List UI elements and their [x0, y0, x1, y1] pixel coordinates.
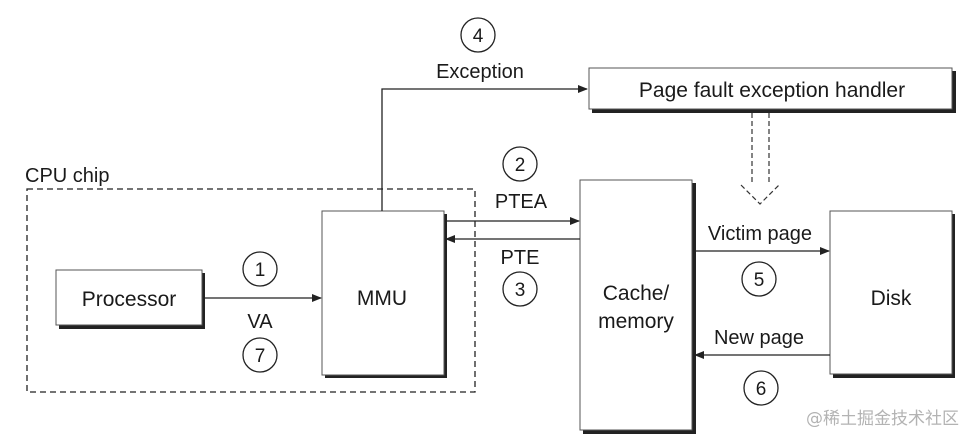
svg-text:1: 1 — [255, 260, 266, 281]
step-7-marker: 7 — [242, 337, 278, 373]
svg-text:4: 4 — [473, 26, 484, 47]
mmu-box: MMU — [321, 210, 447, 378]
cache-memory-label-line2: memory — [598, 310, 674, 333]
exception-label: Exception — [436, 61, 524, 83]
mmu-label: MMU — [357, 287, 407, 310]
step-2-marker: 2 — [502, 146, 538, 182]
watermark: @稀土掘金技术社区 — [806, 409, 959, 429]
cache-memory-label-line1: Cache/ — [603, 282, 670, 305]
processor-label: Processor — [82, 288, 177, 311]
step-3-marker: 3 — [502, 271, 538, 307]
new-page-label: New page — [714, 327, 804, 349]
handler-label: Page fault exception handler — [639, 79, 905, 102]
step-1-marker: 1 — [242, 251, 278, 287]
cpu-chip-boundary — [26, 188, 476, 393]
disk-label: Disk — [871, 287, 912, 310]
step-4-marker: 4 — [460, 17, 496, 53]
cpu-chip-label: CPU chip — [25, 165, 109, 187]
svg-text:2: 2 — [515, 155, 526, 176]
svg-text:6: 6 — [756, 379, 767, 400]
processor-box: Processor — [55, 269, 205, 329]
victim-page-label: Victim page — [708, 223, 812, 245]
step-6-marker: 6 — [743, 370, 779, 406]
svg-text:3: 3 — [515, 280, 526, 301]
ptea-label: PTEA — [495, 191, 548, 213]
handler-control-arrow — [740, 113, 780, 205]
svg-text:7: 7 — [255, 346, 266, 367]
page-fault-handler-box: Page fault exception handler — [588, 67, 956, 113]
exception-arrow — [381, 85, 588, 211]
pte-label: PTE — [501, 247, 540, 269]
disk-box: Disk — [829, 210, 955, 378]
step-5-marker: 5 — [741, 261, 777, 297]
va-label: VA — [247, 311, 273, 333]
cache-memory-box: Cache/ memory — [579, 179, 696, 434]
svg-text:5: 5 — [754, 270, 765, 291]
